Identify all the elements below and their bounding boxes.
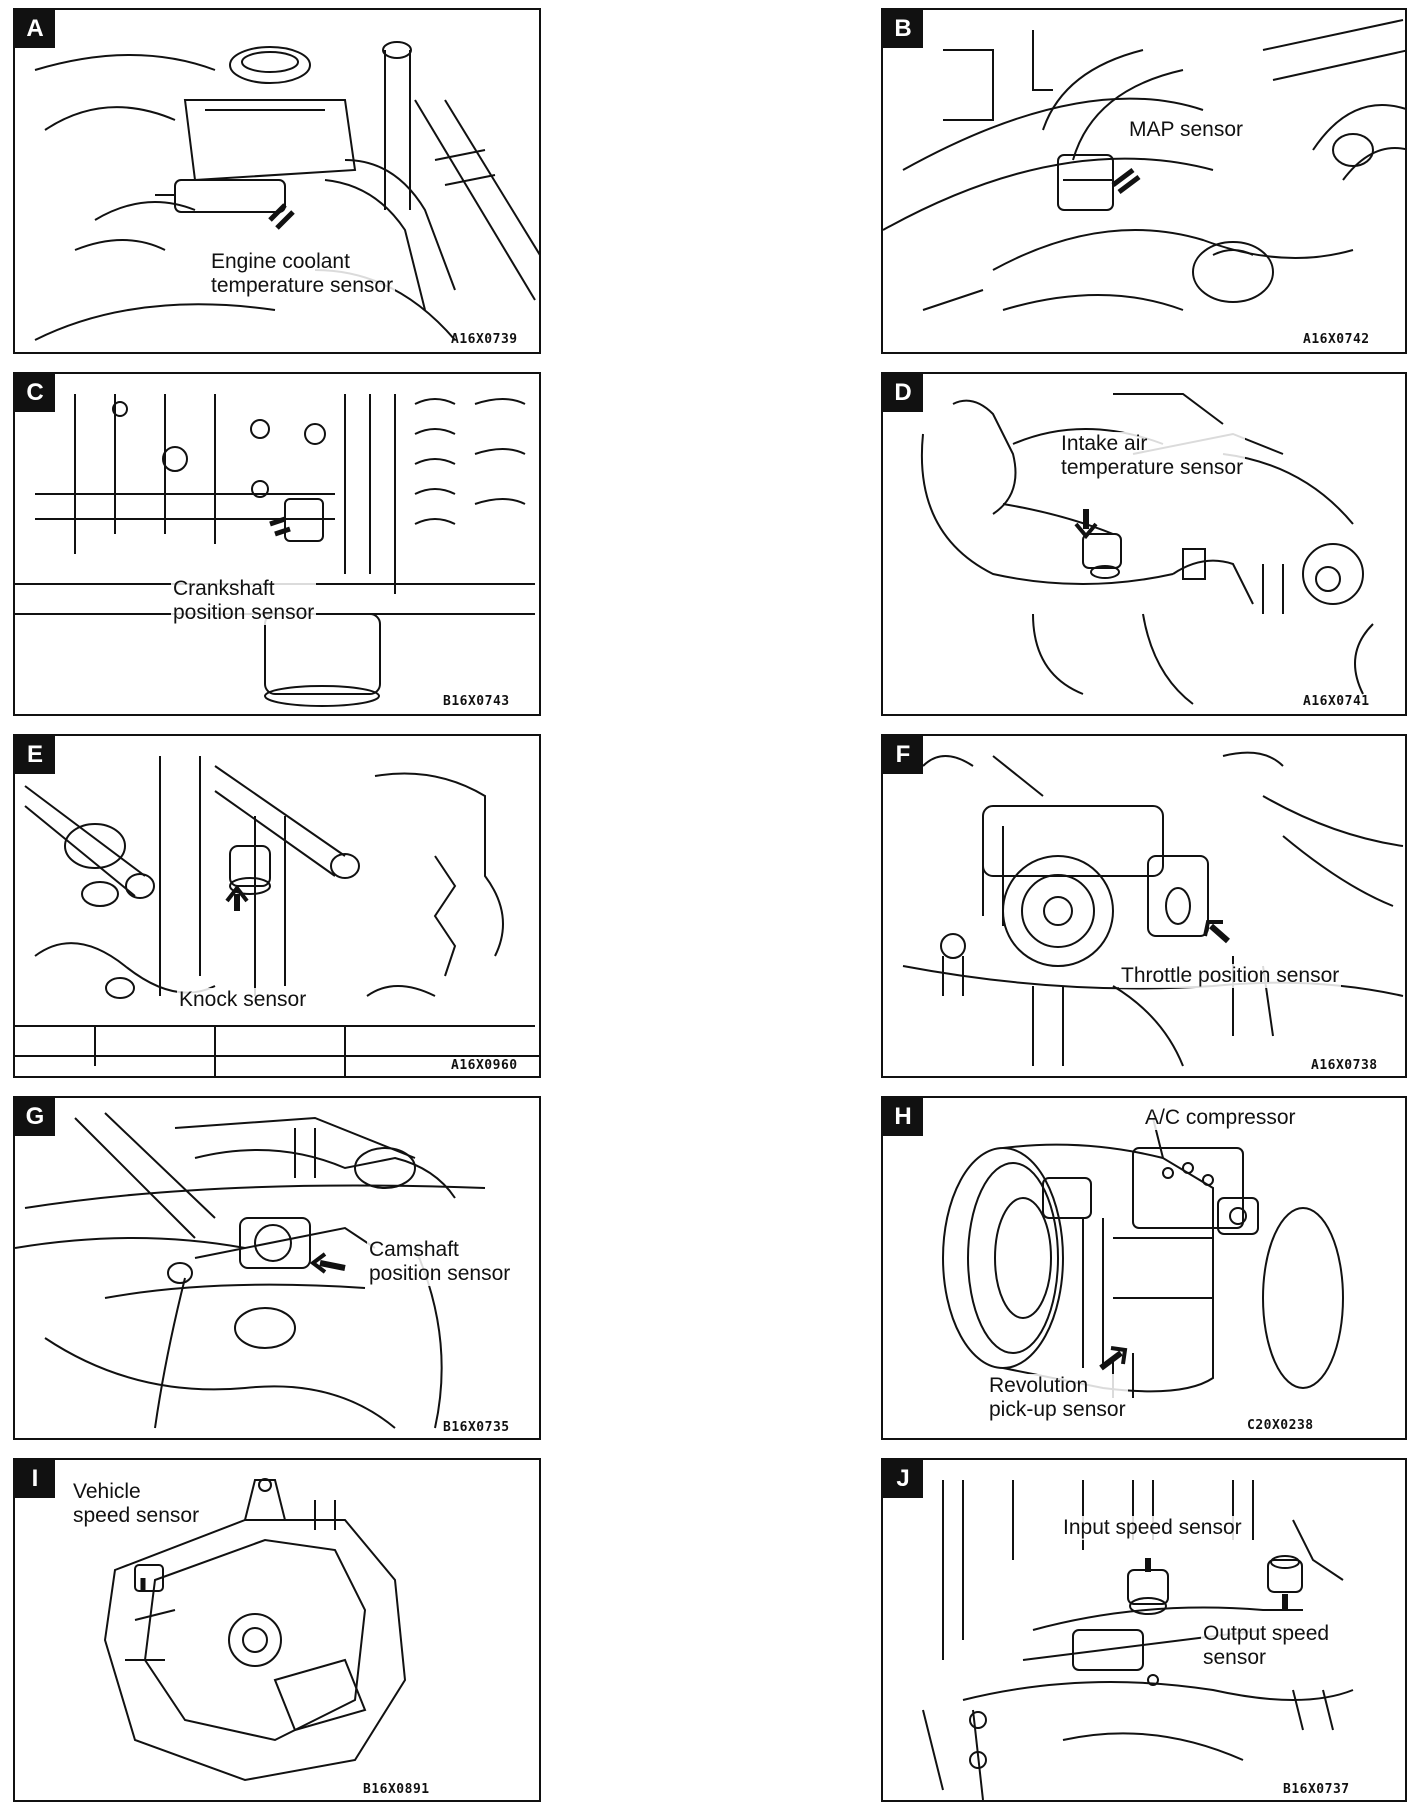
callout-label: Crankshaft position sensor [171, 577, 317, 625]
figure-code: A16X0742 [1303, 332, 1370, 347]
callout-label: Knock sensor [177, 988, 309, 1012]
callout-label: A/C compressor [1143, 1106, 1298, 1130]
figure-code: A16X0739 [451, 332, 518, 347]
vehicle-speed-sensor-illustration [103, 1478, 407, 1782]
callout-label: Vehicle speed sensor [71, 1480, 202, 1528]
panel-i: I Vehicle speed sensor B16X0891 [13, 1458, 541, 1802]
panel-letter: J [883, 1460, 923, 1498]
panel-letter: H [883, 1098, 923, 1136]
figure-code: A16X0960 [451, 1058, 518, 1073]
crankshaft-sensor-illustration [15, 394, 535, 707]
throttle-sensor-illustration [902, 751, 1404, 1067]
callout-label: Engine coolant temperature sensor [209, 250, 396, 298]
panel-letter: A [15, 10, 55, 48]
callout-label-secondary: Output speed sensor [1201, 1622, 1332, 1670]
callout-label: Input speed sensor [1061, 1516, 1244, 1540]
callout-label: Camshaft position sensor [367, 1238, 513, 1286]
camshaft-sensor-illustration [15, 1112, 486, 1429]
map-sensor-illustration [883, 19, 1405, 311]
panel-letter: G [15, 1098, 55, 1136]
panel-b: B MAP sensor A16X0742 [881, 8, 1407, 354]
panel-letter: F [883, 736, 923, 774]
figure-code: B16X0735 [443, 1420, 510, 1435]
figure-code: B16X0743 [443, 694, 510, 709]
panel-c: C Crankshaft position sensor B16X0743 [13, 372, 541, 716]
figure-code: A16X0738 [1311, 1058, 1378, 1073]
figure-code: A16X0741 [1303, 694, 1370, 709]
panel-e: E Knock sensor A16X0960 [13, 734, 541, 1078]
figure-code: C20X0238 [1247, 1418, 1314, 1433]
callout-label-secondary: Revolution pick-up sensor [987, 1374, 1128, 1422]
panel-g: G Camshaft position sensor B16X0735 [13, 1096, 541, 1440]
panel-d: D Intake air temperature sensor A16X0741 [881, 372, 1407, 716]
panel-letter: B [883, 10, 923, 48]
knock-sensor-illustration [15, 756, 539, 1076]
callout-label: Intake air temperature sensor [1059, 432, 1246, 480]
figure-code: B16X0737 [1283, 1782, 1350, 1797]
ac-compressor-illustration [942, 1117, 1344, 1398]
callout-label: MAP sensor [1127, 118, 1245, 142]
engine-coolant-sensor-illustration [34, 41, 539, 341]
panel-letter: E [15, 736, 55, 774]
panel-a: A Engine coolant temperature sensor A16X… [13, 8, 541, 354]
panel-letter: I [15, 1460, 55, 1498]
callout-label: Throttle position sensor [1119, 964, 1342, 988]
intake-air-sensor-illustration [920, 393, 1374, 705]
panel-letter: D [883, 374, 923, 412]
panel-f: F Throttle position sensor A16X0738 [881, 734, 1407, 1078]
panel-letter: C [15, 374, 55, 412]
panel-h: H A/C compressor Revolution pick-up sens… [881, 1096, 1407, 1440]
figure-code: B16X0891 [363, 1782, 430, 1797]
panel-j: J Input speed sensor Output speed sensor… [881, 1458, 1407, 1802]
